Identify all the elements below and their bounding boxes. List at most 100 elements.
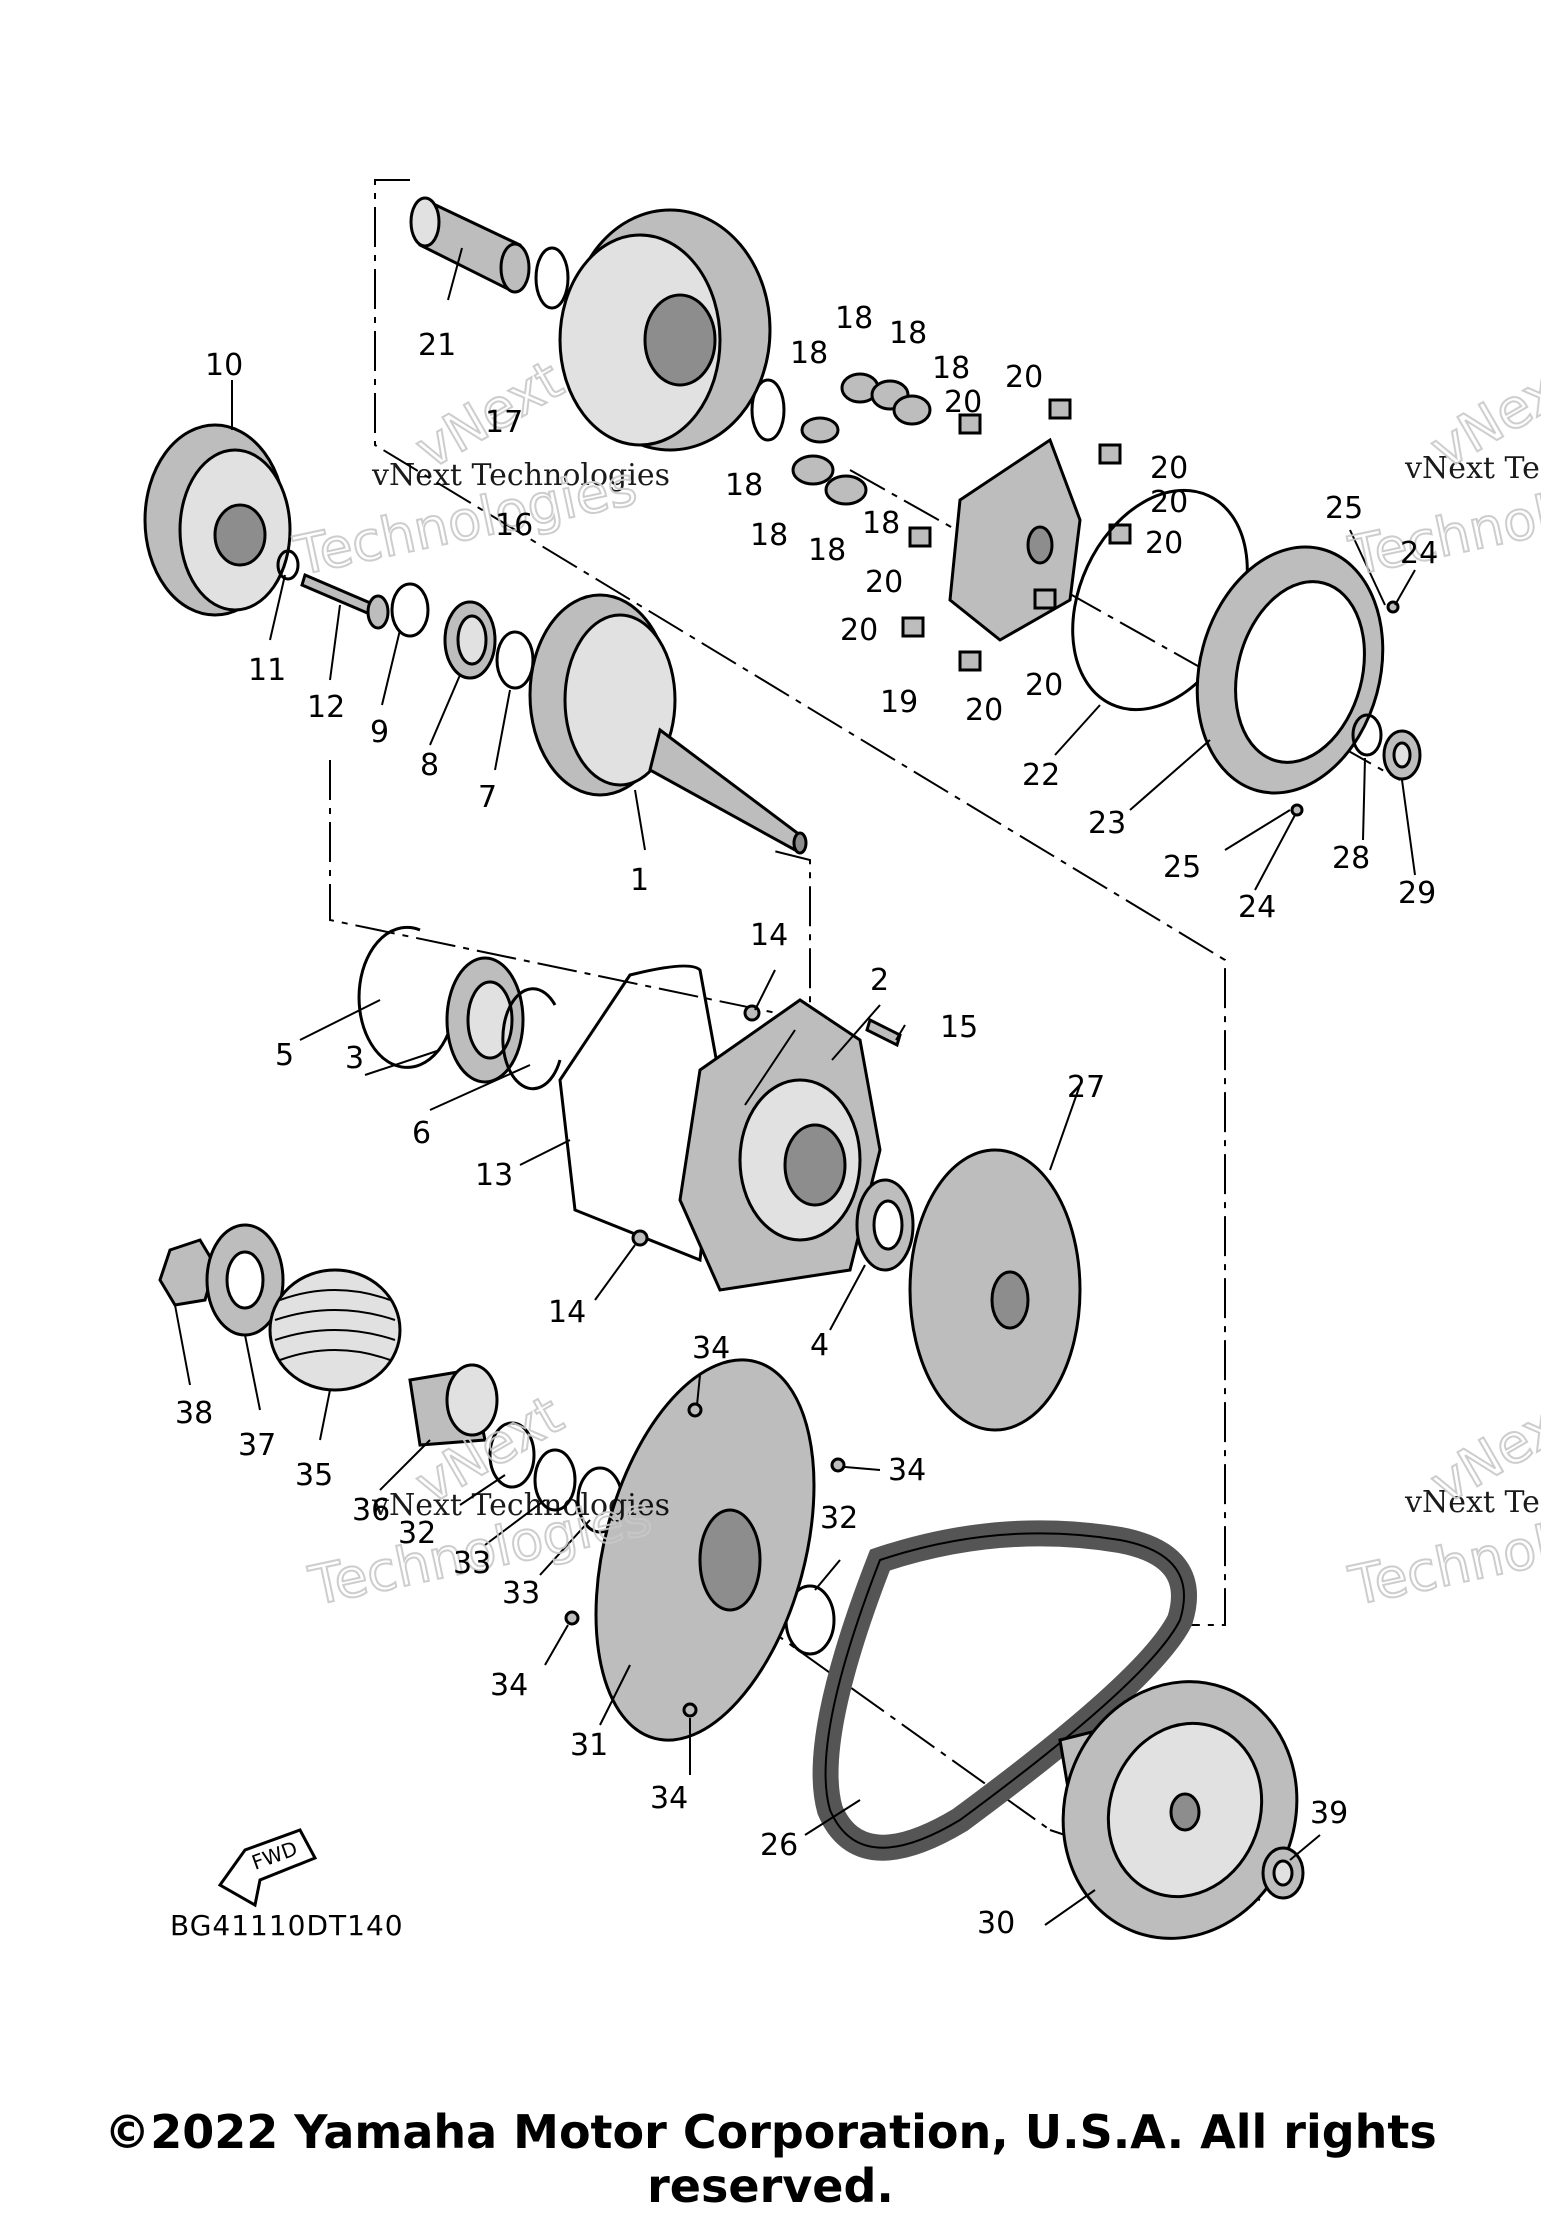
callout-label: 32 bbox=[398, 1516, 436, 1551]
callout-label: 35 bbox=[295, 1458, 333, 1493]
part-7-ring bbox=[495, 630, 535, 690]
part-26-belt bbox=[812, 1520, 1197, 1861]
callout-label: 20 bbox=[840, 613, 878, 648]
callout-label: 28 bbox=[1332, 841, 1370, 876]
callout-label: 3 bbox=[345, 1041, 364, 1076]
callout-label: 2 bbox=[870, 963, 889, 998]
callout-label: 37 bbox=[238, 1428, 276, 1463]
callout-label: 4 bbox=[810, 1328, 829, 1363]
part-34-pin-a bbox=[687, 1402, 703, 1418]
watermark-company-4: vNext Technologies bbox=[1404, 1485, 1541, 1520]
callout-label: 34 bbox=[490, 1668, 528, 1703]
part-36-collar bbox=[408, 1363, 499, 1447]
part-9-ring bbox=[390, 582, 430, 638]
callout-label: 20 bbox=[944, 385, 982, 420]
callout-label: 1 bbox=[630, 863, 649, 898]
part-16-sheave bbox=[558, 208, 772, 452]
callout-label: 26 bbox=[760, 1828, 798, 1863]
part-2-case bbox=[678, 998, 882, 1292]
part-27-fan bbox=[908, 1148, 1082, 1432]
callout-label: 24 bbox=[1238, 890, 1276, 925]
part-17-ring-b bbox=[750, 378, 786, 442]
part-23-plate bbox=[1195, 545, 1385, 795]
part-12-bolt bbox=[300, 572, 390, 630]
watermark-company-2: vNext Technologies bbox=[1404, 451, 1541, 486]
part-15-bolt bbox=[865, 1017, 902, 1048]
callout-label: 20 bbox=[965, 693, 1003, 728]
part-11-washer bbox=[276, 549, 300, 581]
part-18-rollers bbox=[791, 372, 932, 506]
callout-label: 18 bbox=[889, 316, 927, 351]
callout-label: 24 bbox=[1400, 536, 1438, 571]
callout-label: 6 bbox=[412, 1116, 431, 1151]
callout-label: 30 bbox=[977, 1906, 1015, 1941]
callout-label: 18 bbox=[808, 533, 846, 568]
part-14-dowel-b bbox=[631, 1229, 649, 1247]
fwd-arrow-icon: FWD bbox=[217, 1828, 318, 1908]
watermark-company-3: vNext Technologies bbox=[371, 1488, 670, 1523]
callout-label: 34 bbox=[650, 1781, 688, 1816]
callout-label: 31 bbox=[570, 1728, 608, 1763]
callout-label: 18 bbox=[835, 301, 873, 336]
callout-label: 20 bbox=[1025, 668, 1063, 703]
copyright-notice: ©2022 Yamaha Motor Corporation, U.S.A. A… bbox=[104, 2105, 1437, 2213]
callout-label: 18 bbox=[790, 336, 828, 371]
callout-label: 21 bbox=[418, 328, 456, 363]
leader-lines bbox=[174, 247, 1416, 1926]
part-33-ring-a bbox=[533, 1448, 577, 1512]
callout-label: 39 bbox=[1310, 1796, 1348, 1831]
figure-code: BG41110DT140 bbox=[170, 1909, 404, 1942]
callout-label: 14 bbox=[548, 1295, 586, 1330]
part-3-bearing bbox=[445, 956, 525, 1084]
part-17-ring-a bbox=[534, 246, 570, 310]
callout-label: 20 bbox=[1150, 451, 1188, 486]
callout-label: 33 bbox=[453, 1546, 491, 1581]
callout-label: 18 bbox=[725, 468, 763, 503]
callout-label: 36 bbox=[352, 1493, 390, 1528]
callout-label: 17 bbox=[485, 405, 523, 440]
callout-label: 20 bbox=[1150, 485, 1188, 520]
callout-label: 11 bbox=[248, 653, 286, 688]
part-30-driven-sheave bbox=[1058, 1680, 1299, 1940]
part-4-washer bbox=[855, 1178, 915, 1272]
callout-label: 20 bbox=[1005, 360, 1043, 395]
part-34-pin-b bbox=[830, 1457, 846, 1473]
part-20-sliders bbox=[901, 398, 1132, 672]
part-34-pin-c bbox=[564, 1610, 580, 1626]
part-39-nut bbox=[1261, 1846, 1305, 1900]
callout-label: 25 bbox=[1325, 491, 1363, 526]
callout-label: 7 bbox=[478, 780, 497, 815]
callout-label: 10 bbox=[205, 348, 243, 383]
part-1-clutch-housing bbox=[528, 593, 808, 855]
part-37-washer bbox=[205, 1223, 285, 1337]
callout-label: 33 bbox=[502, 1576, 540, 1611]
part-35-spring bbox=[268, 1268, 402, 1392]
part-5-circlip bbox=[357, 925, 457, 1069]
callout-label: 38 bbox=[175, 1396, 213, 1431]
callout-label: 34 bbox=[692, 1331, 730, 1366]
callout-label: 18 bbox=[862, 506, 900, 541]
callout-label: 29 bbox=[1398, 876, 1436, 911]
callout-label: 19 bbox=[880, 685, 918, 720]
part-13-gasket bbox=[558, 964, 722, 1263]
callout-label: 20 bbox=[1145, 526, 1183, 561]
callout-label: 25 bbox=[1163, 850, 1201, 885]
part-21-sleeve bbox=[409, 196, 531, 294]
callout-label: 23 bbox=[1088, 806, 1126, 841]
callout-label: 18 bbox=[750, 518, 788, 553]
callout-label: 8 bbox=[420, 748, 439, 783]
part-32-ring-a bbox=[488, 1421, 536, 1489]
callout-label: 13 bbox=[475, 1158, 513, 1193]
callout-label: 34 bbox=[888, 1453, 926, 1488]
callout-label: 18 bbox=[932, 351, 970, 386]
watermark-company-1: vNext Technologies bbox=[371, 458, 670, 493]
callout-label: 16 bbox=[495, 508, 533, 543]
callouts: 1 2 3 4 5 6 7 8 9 10 11 12 13 14 14 15 1… bbox=[175, 301, 1438, 1941]
callout-label: 12 bbox=[307, 690, 345, 725]
part-10-cover bbox=[143, 423, 292, 617]
part-31-sheave bbox=[594, 1358, 816, 1742]
callout-label: 5 bbox=[275, 1038, 294, 1073]
part-24-pin-b bbox=[1290, 803, 1304, 817]
